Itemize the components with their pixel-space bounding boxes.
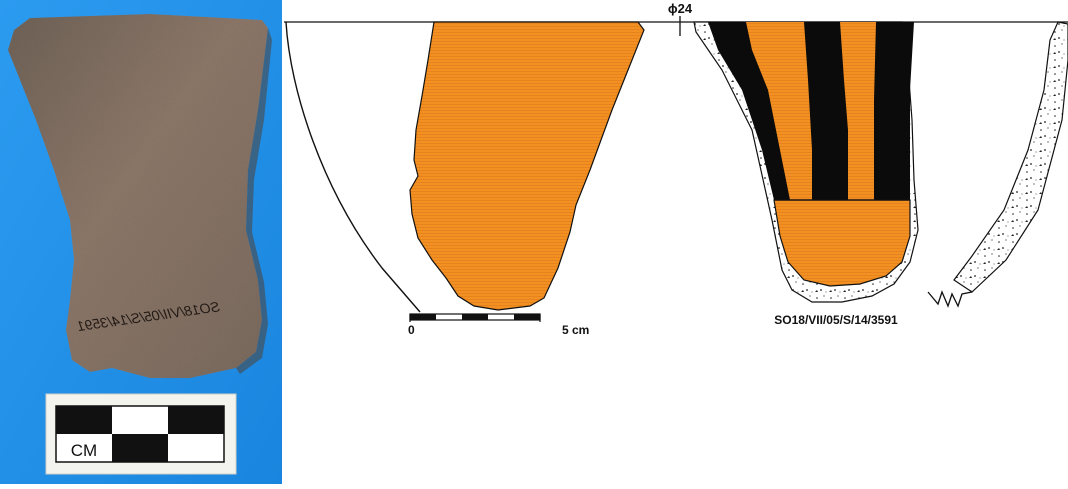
sherd-photo: SO18/VII/05/S/14/3591 CM bbox=[0, 0, 282, 484]
exterior-decoration-orange bbox=[409, 21, 645, 311]
interior-orange-base bbox=[773, 199, 911, 287]
section-profile bbox=[953, 21, 1068, 293]
scale-end-label: 5 cm bbox=[562, 323, 589, 337]
exterior-profile-outline bbox=[285, 21, 421, 313]
scale-bar bbox=[55, 405, 225, 463]
interior-orange-stripe-2 bbox=[840, 22, 876, 200]
catalog-id-label: SO18/VII/05/S/14/3591 bbox=[774, 313, 898, 327]
sherd-fragment bbox=[8, 14, 268, 378]
scale-card: CM bbox=[45, 393, 237, 475]
section-break-zigzag bbox=[927, 290, 973, 308]
scale-start-label: 0 bbox=[408, 323, 415, 337]
scale-card-label: CM bbox=[71, 441, 97, 460]
diameter-label: ϕ24 bbox=[668, 1, 693, 16]
drawing-scale-bar bbox=[409, 313, 541, 322]
interior-orange-stripe-1 bbox=[746, 22, 812, 200]
sherd-edge-shadow bbox=[236, 28, 272, 374]
vessel-drawing: ϕ24 0 5 cm SO18/VII/05/S/14/3591 bbox=[282, 0, 1068, 484]
